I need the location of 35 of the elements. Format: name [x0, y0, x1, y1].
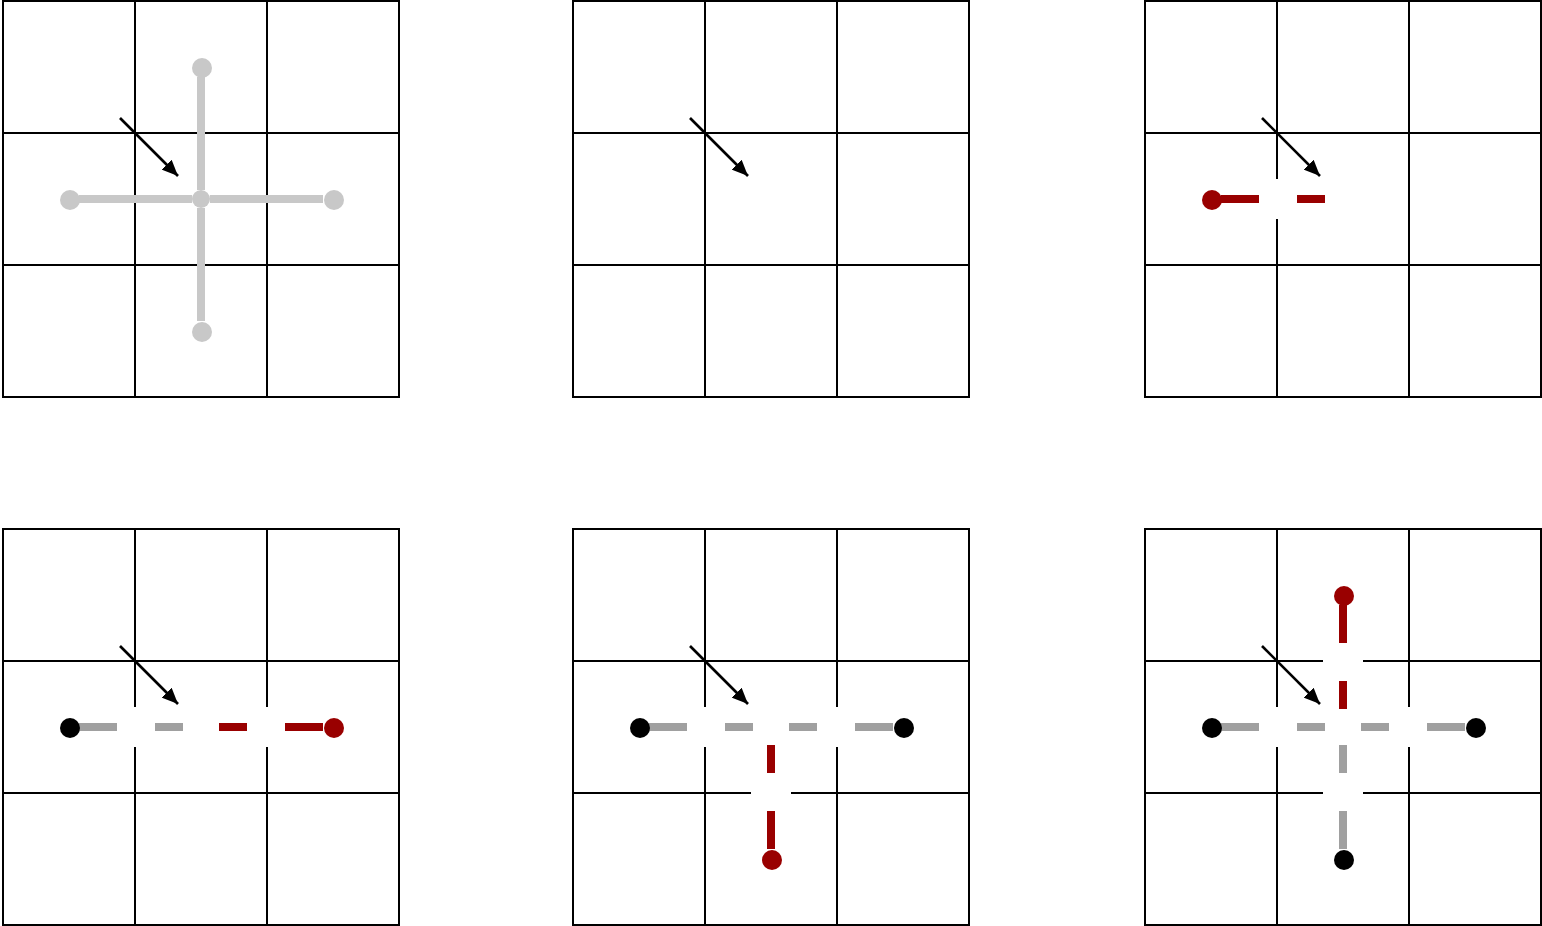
dot [59, 717, 79, 737]
grid-panel [2, 528, 400, 926]
connector-line [79, 195, 192, 203]
dashed-connector-line [1361, 723, 1465, 731]
dashed-connector-line [767, 745, 775, 849]
dot [191, 57, 211, 77]
dashed-connector-line [1339, 745, 1347, 849]
dot [1201, 189, 1221, 209]
connector-line [197, 77, 205, 190]
dot [1333, 585, 1353, 605]
dot [59, 189, 79, 209]
dot [323, 717, 343, 737]
grid-panel [1144, 528, 1542, 926]
grid-panel [2, 0, 400, 398]
dot [1333, 849, 1353, 869]
dot [761, 849, 781, 869]
dot [1201, 717, 1221, 737]
grid-panel [572, 0, 970, 398]
connector-line [197, 208, 205, 321]
dot [893, 717, 913, 737]
grid-panel [1144, 0, 1542, 398]
dot [629, 717, 649, 737]
dashed-connector-line [1221, 723, 1325, 731]
dashed-connector-line [219, 723, 323, 731]
dot [191, 321, 211, 341]
connector-line [210, 195, 323, 203]
dashed-connector-line [1221, 195, 1325, 203]
dashed-connector-line [649, 723, 753, 731]
dot [192, 190, 210, 208]
grid-panel [572, 528, 970, 926]
dashed-connector-line [1339, 605, 1347, 709]
dashed-connector-line [789, 723, 893, 731]
dashed-connector-line [79, 723, 183, 731]
dot [1465, 717, 1485, 737]
dot [323, 189, 343, 209]
